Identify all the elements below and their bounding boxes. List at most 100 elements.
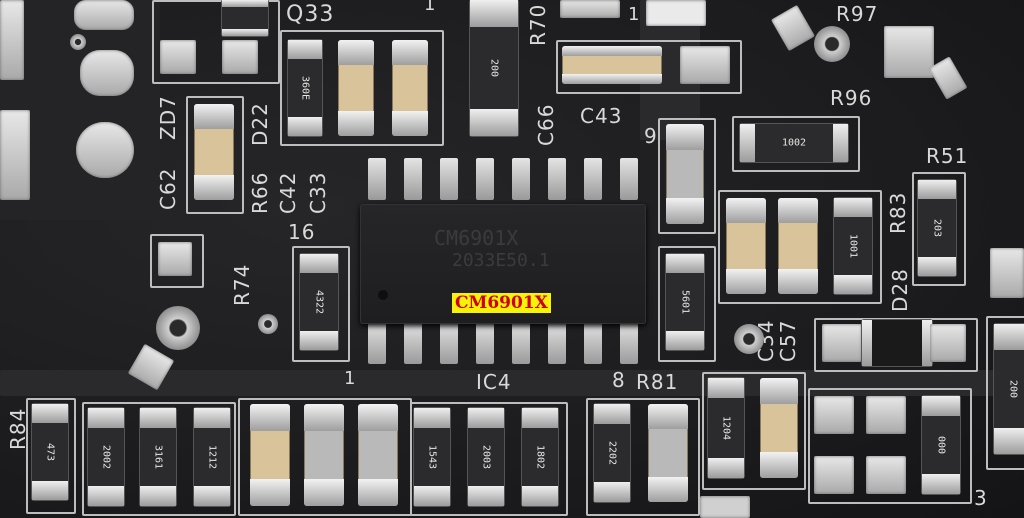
code-203: 203 (931, 218, 943, 238)
pad (0, 0, 24, 80)
resistor-1802: 1802 (522, 408, 558, 506)
code-3161: 3161 (152, 444, 164, 470)
ic-lead (404, 322, 422, 364)
pad (822, 324, 862, 362)
via (258, 314, 278, 334)
ic-lead (440, 322, 458, 364)
resistor-200-right: 200 (994, 324, 1024, 454)
capacitor (648, 404, 688, 502)
component-outline (658, 118, 716, 234)
component-outline (986, 316, 1024, 470)
ic-lead (368, 158, 386, 200)
silk-c62: C62 (156, 167, 180, 210)
silk-num9: 9 (644, 124, 658, 148)
pad (0, 110, 30, 200)
silk-d22: D22 (248, 102, 272, 146)
pad (771, 4, 815, 52)
silk-pin16: 16 (288, 220, 316, 244)
resistor-4322: 4322 (300, 254, 338, 350)
ic-lead (512, 322, 530, 364)
pad (930, 324, 966, 362)
code-1001: 1001 (847, 233, 859, 259)
chip-marking-line1: CM6901X (434, 226, 519, 250)
via (70, 34, 86, 50)
diode-body (222, 0, 268, 36)
resistor-1002: 1002 (740, 124, 848, 162)
component-outline (280, 30, 444, 146)
ic-lead (620, 158, 638, 200)
component-outline (718, 190, 882, 304)
code-2002: 2002 (100, 444, 112, 470)
pad (76, 122, 134, 178)
pad (680, 46, 730, 84)
ic-lead (548, 158, 566, 200)
silk-r74: R74 (230, 263, 254, 306)
silk-r83: R83 (886, 191, 910, 234)
code-1543: 1543 (426, 444, 438, 470)
pad (928, 56, 968, 100)
capacitor (666, 124, 704, 224)
capacitor-c43 (562, 46, 662, 84)
silk-c43: C43 (580, 104, 623, 128)
code-4322: 4322 (313, 289, 325, 315)
chip-marking-line2: 2033E50.1 (452, 250, 550, 271)
diode-d28 (862, 320, 932, 366)
silk-r51: R51 (926, 144, 969, 168)
capacitor (194, 104, 234, 200)
pad (814, 456, 854, 494)
ic-lead (404, 158, 422, 200)
resistor-2002: 2002 (88, 408, 124, 506)
capacitor (760, 378, 798, 478)
pad (866, 456, 906, 494)
component-outline (732, 116, 860, 172)
resistor-3161: 3161 (140, 408, 176, 506)
silk-num1: 1 (628, 4, 641, 25)
resistor-2003: 2003 (468, 408, 504, 506)
silk-d28: D28 (888, 268, 912, 312)
silk-q33: Q33 (286, 2, 335, 27)
silk-r66: R66 (248, 171, 272, 214)
ic-lead (512, 158, 530, 200)
pad (74, 0, 134, 30)
capacitor (358, 404, 398, 506)
resistor-360e: 360E (288, 40, 322, 136)
pad (700, 496, 750, 518)
code-1204: 1204 (720, 415, 732, 441)
pad (80, 50, 134, 96)
component-outline (150, 234, 204, 288)
resistor-203: 203 (918, 180, 956, 276)
component-outline (556, 40, 742, 94)
pad (160, 40, 196, 74)
silk-num8: 8 (612, 368, 626, 392)
component-outline (292, 246, 350, 362)
silk-pin1-top: 1 (424, 0, 437, 15)
pad (222, 40, 258, 74)
capacitor (392, 40, 428, 136)
via (156, 306, 200, 350)
code-1002: 1002 (781, 137, 807, 149)
component-outline (26, 398, 76, 514)
silk-c42: C42 (276, 171, 300, 214)
silk-zd7: ZD7 (156, 95, 180, 140)
resistor-473: 473 (32, 404, 68, 500)
code-360e: 360E (299, 75, 311, 101)
via (814, 26, 850, 62)
code-2003: 2003 (480, 444, 492, 470)
code-1212: 1212 (206, 444, 218, 470)
pad (560, 0, 620, 18)
code-473: 473 (44, 442, 56, 462)
silk-pin1-bottom: 1 (344, 368, 357, 389)
component-outline (702, 372, 806, 490)
code-200-right: 200 (1007, 379, 1019, 399)
silk-r97: R97 (836, 2, 879, 26)
pad (884, 26, 934, 78)
capacitor (726, 198, 766, 294)
ic-lead (584, 158, 602, 200)
pad (646, 0, 706, 26)
resistor-1204: 1204 (708, 378, 744, 478)
pad (866, 396, 906, 434)
capacitor (778, 198, 818, 294)
silk-r70: R70 (526, 3, 550, 46)
silk-num3: 3 (974, 486, 988, 510)
